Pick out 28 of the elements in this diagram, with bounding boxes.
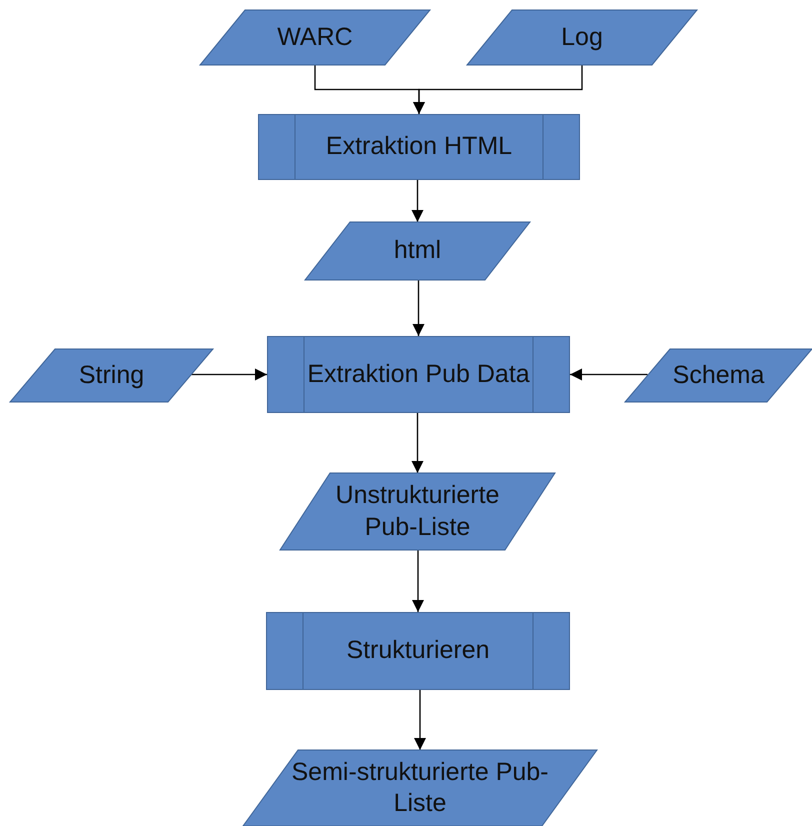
arrow [570,368,648,380]
arrow [412,280,424,336]
node-label: Unstrukturierte Pub-Liste [334,480,500,542]
node-label: Log [561,22,603,53]
node-label: String [78,360,144,391]
node-label: Strukturieren [346,635,490,666]
process-box [267,336,570,413]
data-parallelogram [200,10,430,65]
process-box [258,114,580,180]
node-label: Semi-strukturierte Pub-Liste [290,756,550,819]
node-label: Extraktion Pub Data [307,358,530,390]
arrow [190,368,267,380]
arrow [414,690,426,750]
arrow [412,550,424,612]
node-label: WARC [277,22,353,53]
process-box [266,612,570,690]
arrow [412,180,424,222]
data-parallelogram [243,750,597,826]
data-parallelogram [305,222,530,280]
arrow [412,413,424,473]
node-label: Schema [672,360,764,391]
data-parallelogram [467,10,697,65]
arrow [413,65,583,114]
data-parallelogram [280,473,555,550]
node-label: html [394,235,442,266]
node-label: Extraktion HTML [326,131,512,162]
data-parallelogram [625,349,812,402]
data-parallelogram [10,349,213,402]
